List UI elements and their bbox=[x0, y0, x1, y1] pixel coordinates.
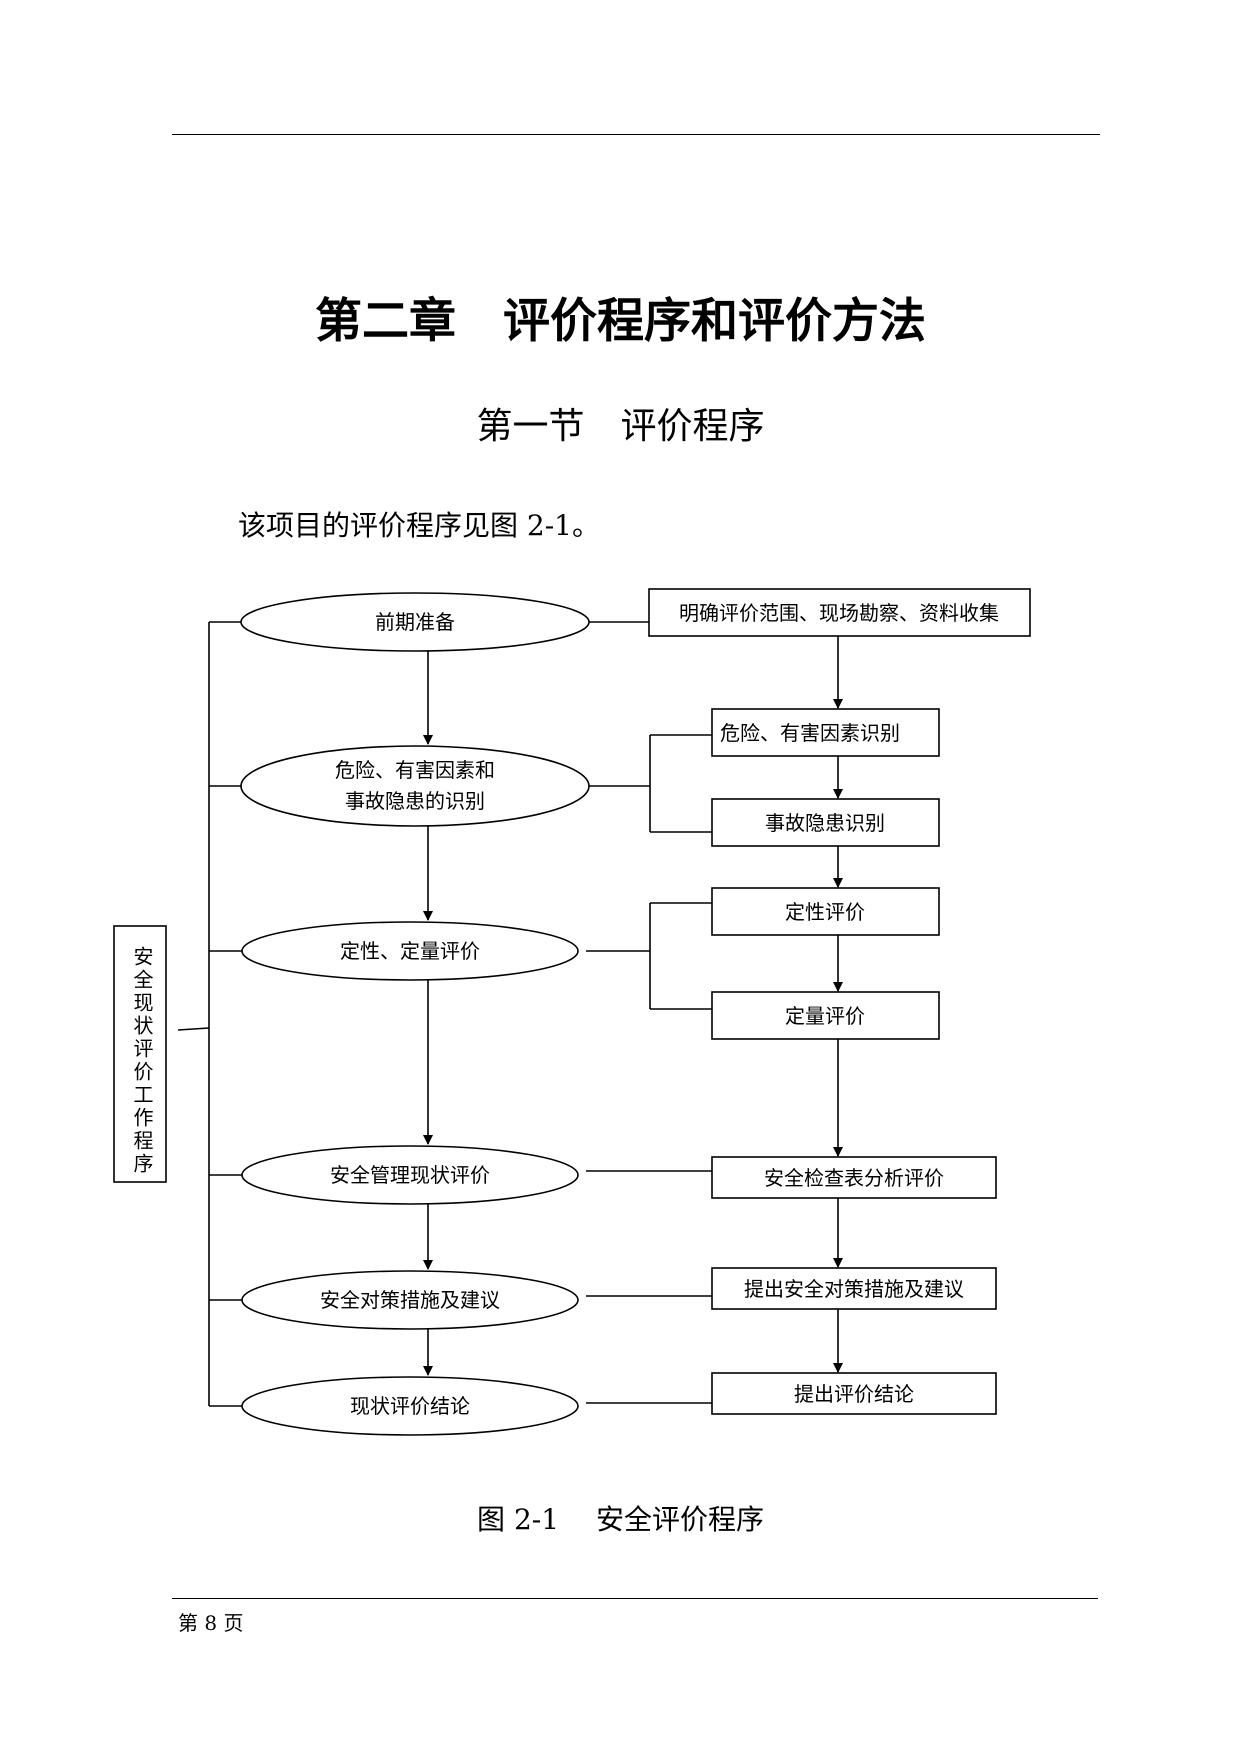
step-qualitative-label: 定性评价 bbox=[785, 900, 865, 924]
step-hazard-factors-label: 危险、有害因素识别 bbox=[720, 721, 900, 745]
step-conclusion: 提出评价结论 bbox=[711, 1372, 997, 1415]
stage-conclusion-label: 现状评价结论 bbox=[350, 1394, 470, 1418]
stage-management-label: 安全管理现状评价 bbox=[330, 1163, 490, 1187]
step-scope-label: 明确评价范围、现场勘察、资料收集 bbox=[679, 601, 999, 625]
step-checklist: 安全检查表分析评价 bbox=[711, 1156, 997, 1199]
stage-qq-label: 定性、定量评价 bbox=[340, 939, 480, 963]
step-quantitative: 定量评价 bbox=[711, 991, 940, 1040]
stage-management-status: 安全管理现状评价 bbox=[241, 1145, 579, 1205]
stage-preparation-label: 前期准备 bbox=[375, 610, 455, 634]
chapter-title: 第二章 评价程序和评价方法 bbox=[315, 294, 926, 349]
side-label-box: 安全现状评价工作程序 bbox=[113, 925, 167, 1183]
stage-hazard-identification: 危险、有害因素和 事故隐患的识别 bbox=[240, 745, 590, 827]
step-quantitative-label: 定量评价 bbox=[785, 1004, 865, 1028]
figure-caption: 图 2-1 安全评价程序 bbox=[477, 1503, 764, 1536]
step-accident-risk-label: 事故隐患识别 bbox=[765, 811, 885, 835]
step-checklist-label: 安全检查表分析评价 bbox=[764, 1166, 944, 1190]
page-number: 第 8 页 bbox=[178, 1611, 244, 1635]
stage-hazard-label-line2: 事故隐患的识别 bbox=[345, 789, 485, 813]
section-title: 第一节 评价程序 bbox=[476, 406, 765, 447]
stage-qualitative-quantitative: 定性、定量评价 bbox=[241, 921, 579, 981]
horizontal-connectors bbox=[586, 621, 712, 1404]
stage-preparation: 前期准备 bbox=[240, 592, 590, 652]
side-label-text: 安全现状评价工作程序 bbox=[130, 946, 154, 1176]
intro-paragraph: 该项目的评价程序见图 2-1。 bbox=[238, 509, 600, 542]
stage-countermeasures: 安全对策措施及建议 bbox=[241, 1270, 579, 1330]
footer-rule bbox=[172, 1598, 1098, 1599]
step-scope-survey: 明确评价范围、现场勘察、资料收集 bbox=[648, 588, 1031, 637]
stage-conclusion: 现状评价结论 bbox=[241, 1376, 579, 1436]
step-countermeasures-label: 提出安全对策措施及建议 bbox=[744, 1277, 964, 1301]
left-bracket bbox=[177, 621, 242, 1407]
step-countermeasures: 提出安全对策措施及建议 bbox=[711, 1267, 997, 1310]
step-conclusion-label: 提出评价结论 bbox=[794, 1382, 914, 1406]
header-rule bbox=[172, 134, 1100, 135]
step-accident-risk: 事故隐患识别 bbox=[711, 798, 940, 847]
stage-countermeasures-label: 安全对策措施及建议 bbox=[320, 1288, 500, 1312]
step-hazard-factors: 危险、有害因素识别 bbox=[711, 708, 940, 757]
step-qualitative: 定性评价 bbox=[711, 887, 940, 936]
stage-hazard-label-line1: 危险、有害因素和 bbox=[335, 758, 495, 782]
